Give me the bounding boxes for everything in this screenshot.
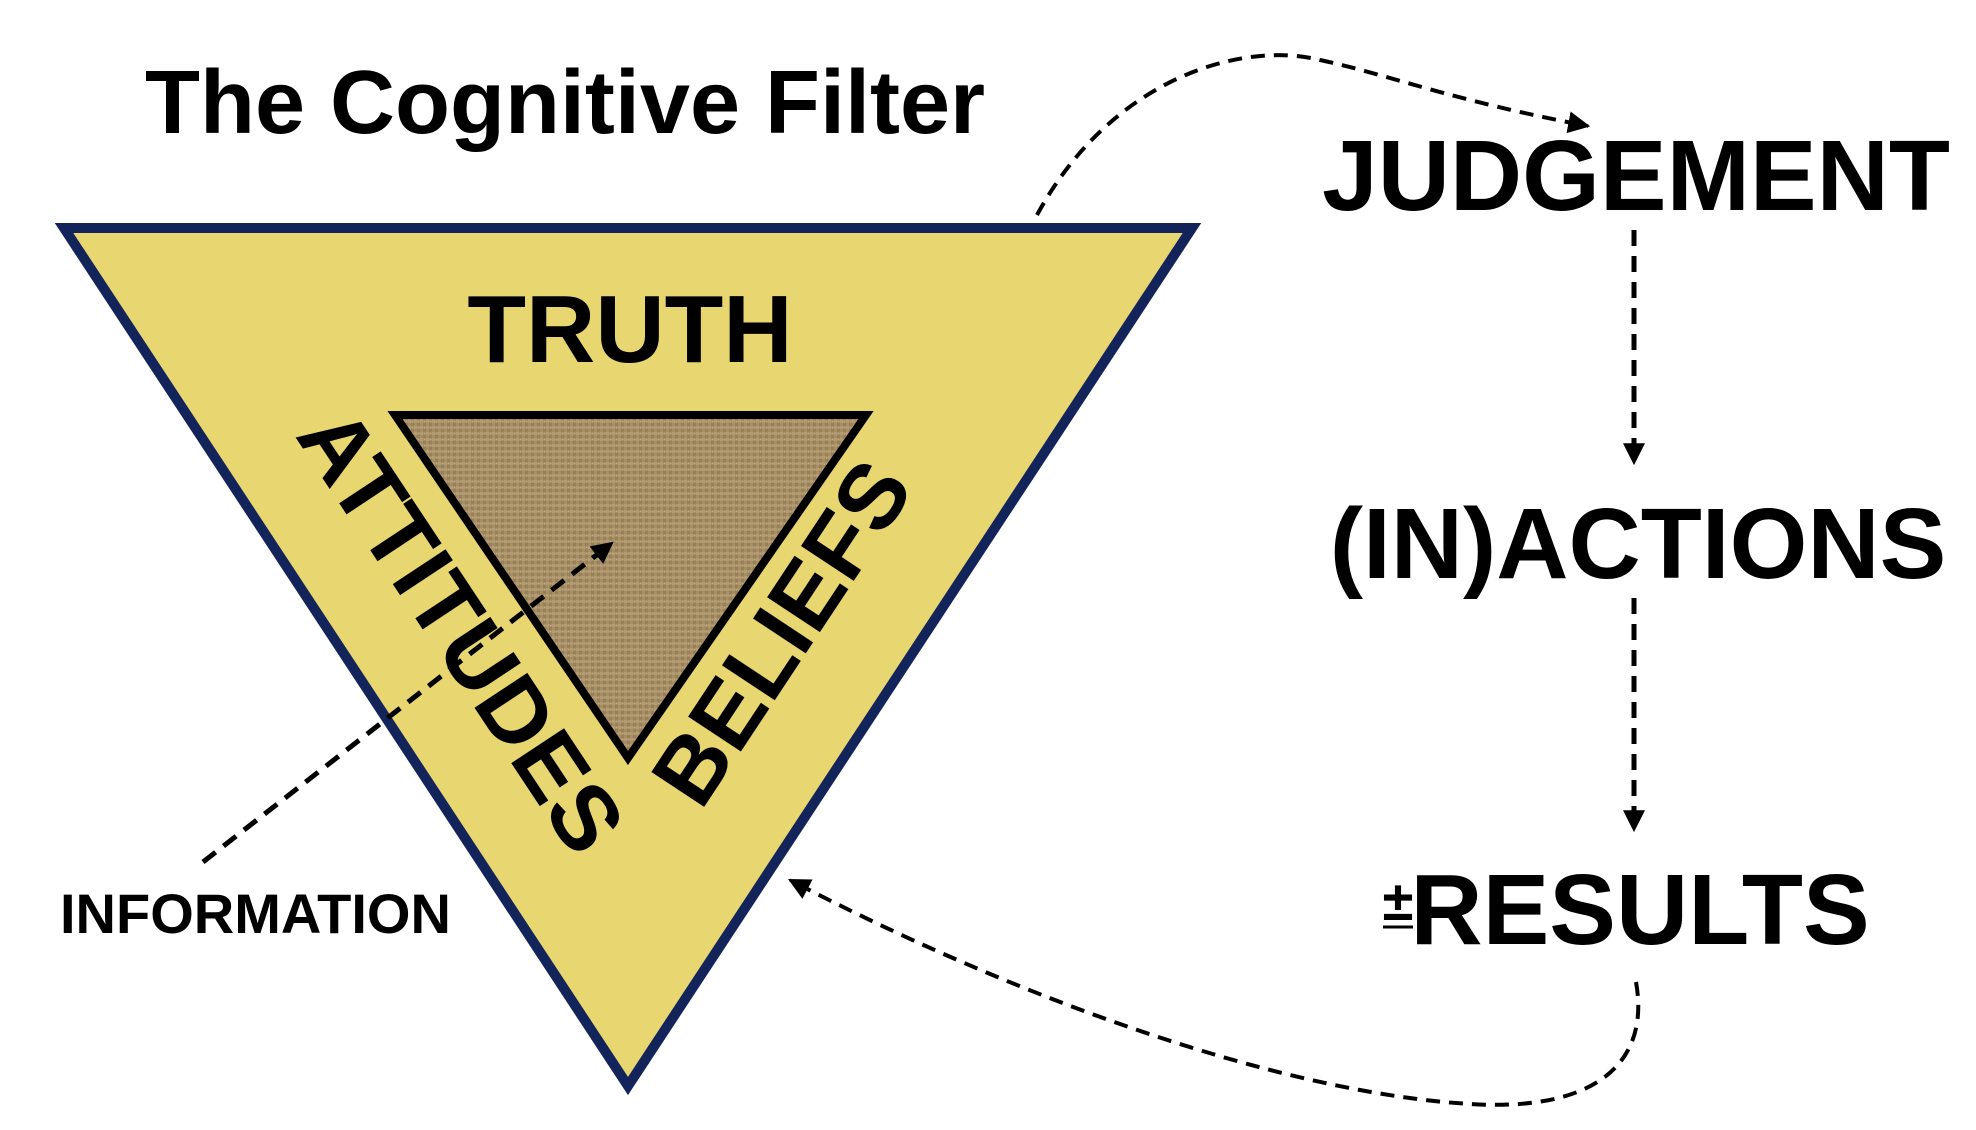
results-label: RESULTS xyxy=(1410,854,1869,966)
filter-to-judgement-arrow xyxy=(1035,53,1591,216)
information-arrow xyxy=(201,541,614,864)
diagram-title: The Cognitive Filter xyxy=(145,53,985,153)
judgement-label: JUDGEMENT xyxy=(1322,120,1950,232)
results-plusminus: ± xyxy=(1383,869,1414,932)
inner-core-triangle xyxy=(387,411,874,766)
truth-label: TRUTH xyxy=(467,276,792,383)
inactions-label: (IN)ACTIONS xyxy=(1330,488,1947,600)
information-label: INFORMATION xyxy=(60,882,451,945)
